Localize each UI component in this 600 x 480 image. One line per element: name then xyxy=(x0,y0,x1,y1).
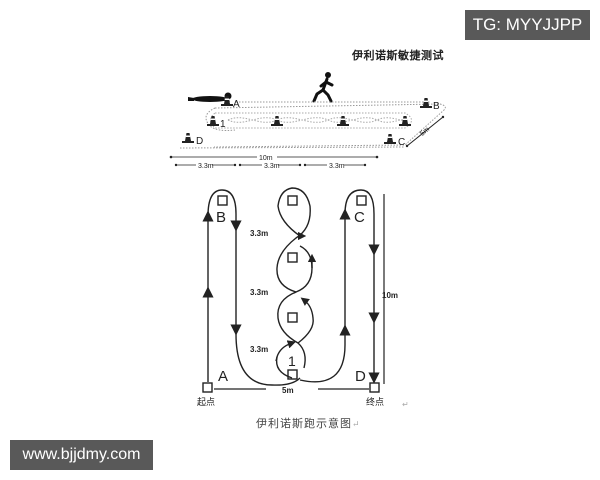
segment-label-top-2: 3.3m xyxy=(250,288,268,297)
running-athlete-icon xyxy=(312,72,334,103)
segment-label-top-3: 3.3m xyxy=(250,345,268,354)
finish-label: 终点 xyxy=(366,396,384,408)
cone-label-d: D xyxy=(196,136,203,147)
start-cone-label-1: 1 xyxy=(288,353,296,369)
length-label-10m: 10m xyxy=(259,155,273,162)
marker-mid-1 xyxy=(287,252,298,263)
cone-2-icon xyxy=(271,116,283,126)
width-label-5m: 5m xyxy=(419,126,431,138)
watermark-badge-tg: TG: MYYJJPP xyxy=(465,10,590,40)
start-label: 起点 xyxy=(197,397,215,408)
diagram-title: 伊利诺斯敏捷测试 xyxy=(352,49,444,62)
top-view xyxy=(202,187,385,393)
marker-a-start xyxy=(202,382,213,393)
return-mark: ↵ xyxy=(402,400,409,409)
marker-b xyxy=(217,195,228,206)
marker-c xyxy=(356,195,367,206)
corner-label-a: A xyxy=(218,368,228,385)
caption-return-mark: ↵ xyxy=(352,420,361,430)
cone-label-c: C xyxy=(398,137,405,148)
segment-label-1: 3.3m xyxy=(198,163,214,170)
perspective-view: A B C D 1 5m 10m 3.3m 3.3m 3.3m xyxy=(169,72,446,170)
marker-1 xyxy=(287,369,298,380)
watermark-badge-site: www.bjjdmy.com xyxy=(10,440,153,470)
marker-d-finish xyxy=(369,382,380,393)
cone-4-icon xyxy=(399,116,411,126)
length-label-top-10m: 10m xyxy=(382,291,398,300)
cone-c-icon xyxy=(384,134,396,144)
marker-top-mid xyxy=(287,195,298,206)
cone-b-icon xyxy=(420,98,432,108)
corner-label-d: D xyxy=(355,368,366,385)
segment-label-3: 3.3m xyxy=(329,163,345,170)
cone-1-icon xyxy=(207,116,219,126)
cone-label-b: B xyxy=(433,101,440,112)
cone-d-icon xyxy=(182,133,194,143)
caption-text: 伊利诺斯跑示意图 xyxy=(256,417,352,430)
cone-3-icon xyxy=(337,116,349,126)
marker-mid-2 xyxy=(287,312,298,323)
corner-label-c: C xyxy=(354,209,365,226)
corner-label-b: B xyxy=(216,209,226,226)
segment-label-2: 3.3m xyxy=(264,163,280,170)
cone-label-1: 1 xyxy=(220,119,226,130)
width-label-top-5m: 5m xyxy=(282,386,294,395)
segment-label-top-1: 3.3m xyxy=(250,229,268,238)
diagram-caption: 伊利诺斯跑示意图↵ xyxy=(256,415,361,431)
cone-label-a: A xyxy=(233,99,240,110)
